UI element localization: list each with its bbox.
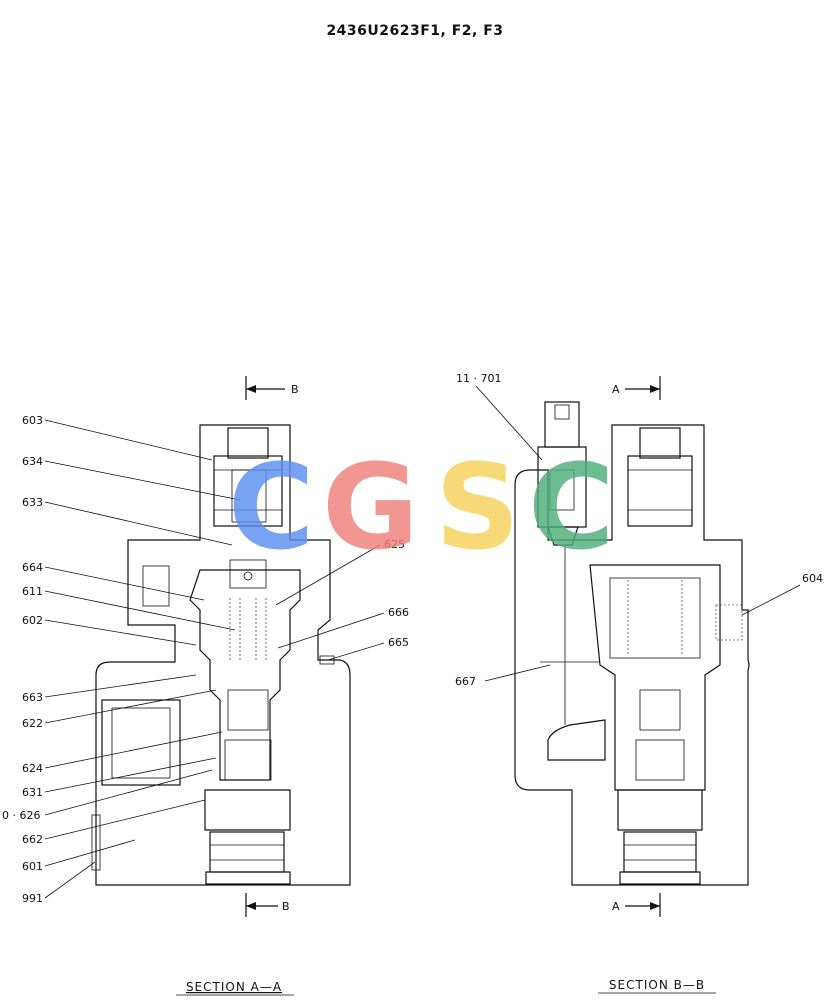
watermark-letter-s: S (435, 438, 520, 576)
section-aa-cut-label-top: B (291, 383, 299, 396)
label-664: 664 (22, 561, 43, 574)
label-602: 602 (22, 614, 43, 627)
drawing-part-number: 2436U2623F1, F2, F3 (326, 23, 503, 39)
label-611: 611 (22, 585, 43, 598)
label-626: 0 · 626 (2, 809, 40, 822)
label-663: 663 (22, 691, 43, 704)
label-662: 662 (22, 833, 43, 846)
section-bb-cut-marker-bottom: A (612, 893, 661, 917)
section-bb-cut-label-bottom: A (612, 900, 620, 913)
label-11-701: 11 · 701 (456, 372, 501, 385)
label-991: 991 (22, 892, 43, 905)
label-601: 601 (22, 860, 43, 873)
label-631: 631 (22, 786, 43, 799)
label-603: 603 (22, 414, 43, 427)
label-624: 624 (22, 762, 43, 775)
section-bb-cut-label-top: A (612, 383, 620, 396)
label-667: 667 (455, 675, 476, 688)
label-666: 666 (388, 606, 409, 619)
section-bb-leaders (475, 385, 801, 682)
label-622: 622 (22, 717, 43, 730)
label-665: 665 (388, 636, 409, 649)
label-633: 633 (22, 496, 43, 509)
section-aa-cut-marker-top: B (245, 376, 299, 400)
section-bb-body (514, 401, 750, 886)
watermark-letter-c2: C (528, 438, 615, 576)
section-bb-title: SECTION B—B (609, 978, 705, 992)
label-604: 604 (802, 572, 823, 585)
section-aa-title: SECTION A—A (186, 980, 282, 994)
section-aa-leaders (44, 419, 385, 899)
watermark-letter-g: G (322, 438, 419, 576)
section-bb-drawing: A A (455, 372, 823, 994)
label-634: 634 (22, 455, 43, 468)
section-aa-cut-marker-bottom: B (245, 893, 290, 917)
section-aa-drawing: B B (2, 376, 409, 996)
section-aa-labels: 603 634 633 664 611 625 602 666 665 663 … (2, 414, 409, 905)
watermark-letter-c1: C (228, 438, 315, 576)
label-625: 625 (384, 538, 405, 551)
section-bb-cut-marker-top: A (612, 376, 661, 400)
section-aa-body (91, 424, 351, 886)
section-aa-cut-label-bottom: B (282, 900, 290, 913)
section-bb-labels: 11 · 701 604 667 (455, 372, 823, 688)
watermark-logo: C G S C (228, 438, 615, 576)
